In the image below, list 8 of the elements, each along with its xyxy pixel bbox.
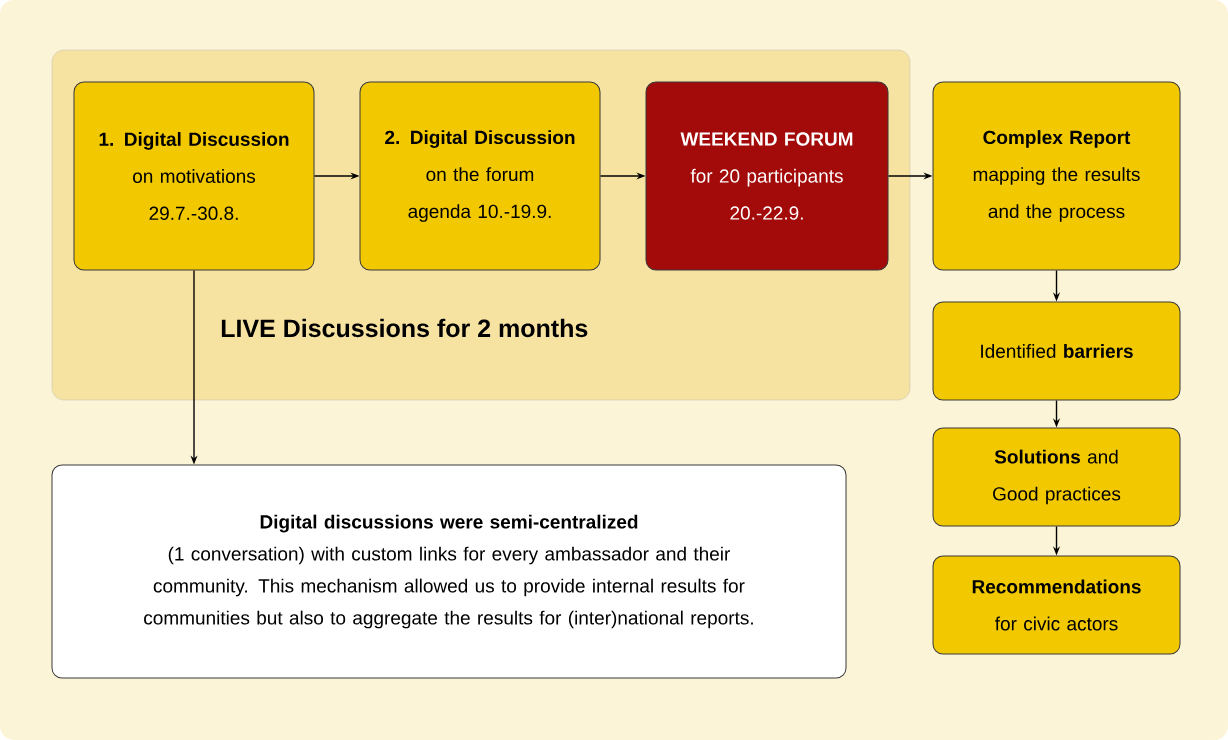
note-box: Digital discussions were semi-centralized (1 conversation) with custom links for every ambassador and their community. This mechanism allowed us to provide internal results for communities but also to aggregate the results for (inter)national reports. <box>51 464 847 679</box>
step-box: Identified barriers <box>932 301 1181 401</box>
step-box: Solutions and Good practices <box>932 427 1181 527</box>
step-box: Complex Report mapping the results and the process <box>932 81 1181 271</box>
step-box: 2. Digital Discussion on the forum agenda 10.-19.9. <box>359 81 601 271</box>
forum-box: WEEKEND FORUM for 20 participants 20.-22.9. <box>645 81 889 271</box>
step-box: Recommendations for civic actors <box>932 555 1181 655</box>
step-box: 1. Digital Discussion on motivations 29.7.-30.8. <box>73 81 315 271</box>
